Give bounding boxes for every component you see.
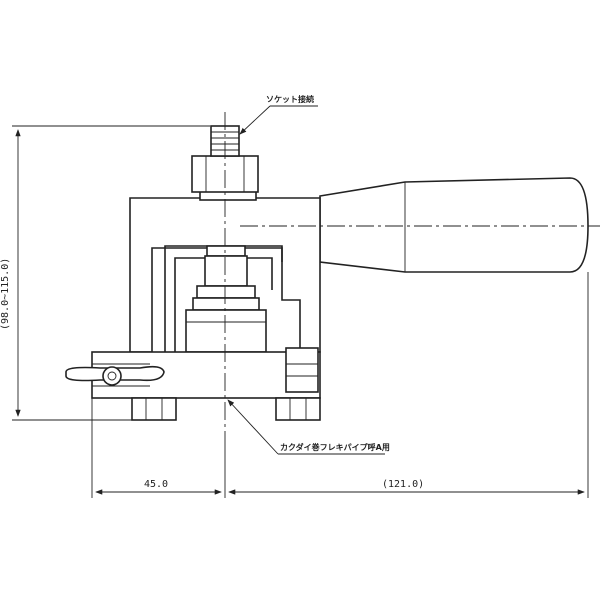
wing-nut [65, 365, 165, 386]
socket-connection-label: ソケット接続 [266, 94, 314, 104]
bottom-feet [131, 397, 321, 421]
center-fitting [185, 245, 267, 353]
left-width-label: 45.0 [144, 479, 168, 490]
width-dimension [91, 272, 589, 498]
socket-leader [239, 105, 318, 135]
height-dimension [12, 125, 210, 421]
handle-grip [319, 177, 589, 273]
pipe-note-label: カクダイ巻フレキパイプ呼A用 [280, 442, 390, 452]
right-width-label: (121.0) [382, 479, 424, 490]
pipe-leader [227, 399, 385, 455]
height-dimension-label: (98.0~115.0) [0, 258, 11, 330]
